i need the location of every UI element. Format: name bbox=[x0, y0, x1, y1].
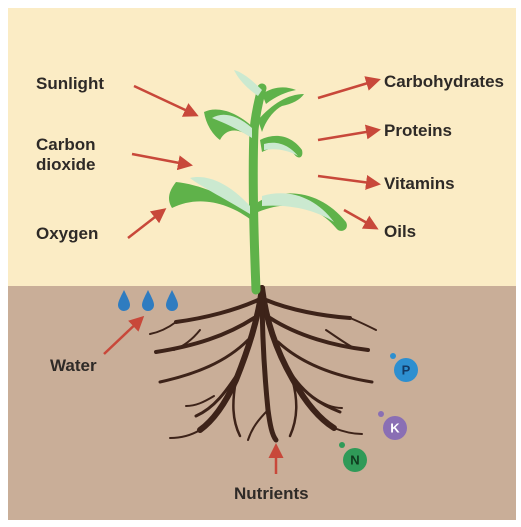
arrow-icon bbox=[318, 80, 378, 98]
arrow-icon bbox=[318, 176, 378, 184]
svg-text:P: P bbox=[402, 363, 411, 378]
svg-text:K: K bbox=[390, 421, 400, 436]
arrow-icon bbox=[104, 318, 142, 354]
water-drops bbox=[118, 290, 178, 311]
plant-shoot bbox=[169, 70, 347, 290]
nutrient-ion-p: P bbox=[390, 353, 418, 382]
label-water: Water bbox=[50, 356, 97, 376]
arrow-icon bbox=[132, 154, 190, 165]
svg-text:N: N bbox=[350, 453, 359, 468]
water-drop-icon bbox=[118, 290, 130, 311]
arrow-icon bbox=[318, 130, 378, 140]
water-drop-icon bbox=[142, 290, 154, 311]
label-vitamins: Vitamins bbox=[384, 174, 455, 194]
label-carbohydrates: Carbohydrates bbox=[384, 72, 504, 92]
label-oxygen: Oxygen bbox=[36, 224, 98, 244]
label-oils: Oils bbox=[384, 222, 416, 242]
water-drop-icon bbox=[166, 290, 178, 311]
label-sunlight: Sunlight bbox=[36, 74, 104, 94]
nutrient-ion-n: N bbox=[339, 442, 367, 472]
label-carbon-dioxide: Carbon dioxide bbox=[36, 135, 116, 175]
leaf bbox=[234, 70, 262, 96]
arrow-icon bbox=[344, 210, 376, 228]
plant-roots bbox=[150, 288, 376, 440]
flow-arrows bbox=[104, 80, 378, 474]
label-proteins: Proteins bbox=[384, 121, 452, 141]
arrow-icon bbox=[128, 210, 164, 238]
nutrient-ion-k: K bbox=[378, 411, 407, 440]
arrow-icon bbox=[134, 86, 196, 115]
label-nutrients: Nutrients bbox=[234, 484, 309, 504]
